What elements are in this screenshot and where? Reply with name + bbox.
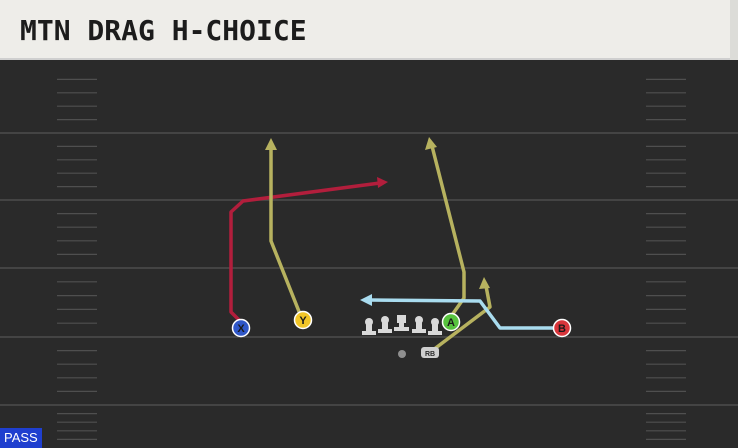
route-x-arrowhead: [377, 177, 388, 188]
route-x: [229, 177, 388, 324]
player-x[interactable]: X: [231, 318, 251, 338]
route-rb-arrowhead: [479, 277, 490, 289]
title-bar-edge: [730, 0, 738, 60]
route-x-line: [229, 181, 382, 324]
field-diagram: RB X Y A B: [0, 60, 738, 448]
route-y-arrowhead: [265, 138, 277, 150]
route-y-line: [269, 144, 302, 316]
lineman-icon: [412, 316, 426, 333]
play-type-badge: PASS: [0, 428, 42, 448]
route-rb: [431, 277, 492, 352]
route-a-arrowhead: [425, 137, 437, 150]
route-a: [425, 137, 466, 317]
field-background: [0, 60, 738, 448]
player-b[interactable]: B: [552, 318, 572, 338]
route-b-arrowhead: [360, 294, 372, 306]
player-rb-icon: [421, 347, 439, 358]
play-art-field: RB X Y A B: [0, 60, 738, 448]
lineman-icon: [428, 318, 442, 335]
route-rb-line: [431, 284, 492, 352]
play-title-bar: MTN DRAG H-CHOICE: [0, 0, 738, 60]
center-icon: [394, 315, 409, 331]
hash-marks-left: [57, 78, 97, 440]
route-a-line: [430, 144, 466, 317]
player-a-icon: [441, 312, 461, 332]
player-a-label: A: [447, 317, 455, 329]
route-b: [360, 294, 557, 330]
player-rb-label: RB: [425, 351, 435, 358]
player-y-icon: [293, 310, 313, 330]
lineman-icon: [378, 316, 392, 333]
player-y-label: Y: [299, 315, 307, 327]
offensive-line: [362, 315, 442, 335]
player-x-label: X: [237, 323, 245, 335]
player-y[interactable]: Y: [293, 310, 313, 330]
route-y: [265, 138, 302, 316]
quarterback-marker: [398, 350, 406, 358]
player-x-icon: [231, 318, 251, 338]
player-rb[interactable]: RB: [421, 347, 439, 358]
player-a[interactable]: A: [441, 312, 461, 332]
player-b-icon: [552, 318, 572, 338]
play-title: MTN DRAG H-CHOICE: [20, 14, 307, 47]
yard-lines: [0, 132, 738, 406]
route-b-line: [368, 298, 557, 330]
lineman-icon: [362, 318, 376, 335]
player-b-label: B: [558, 323, 566, 335]
hash-marks-right: [646, 78, 686, 440]
